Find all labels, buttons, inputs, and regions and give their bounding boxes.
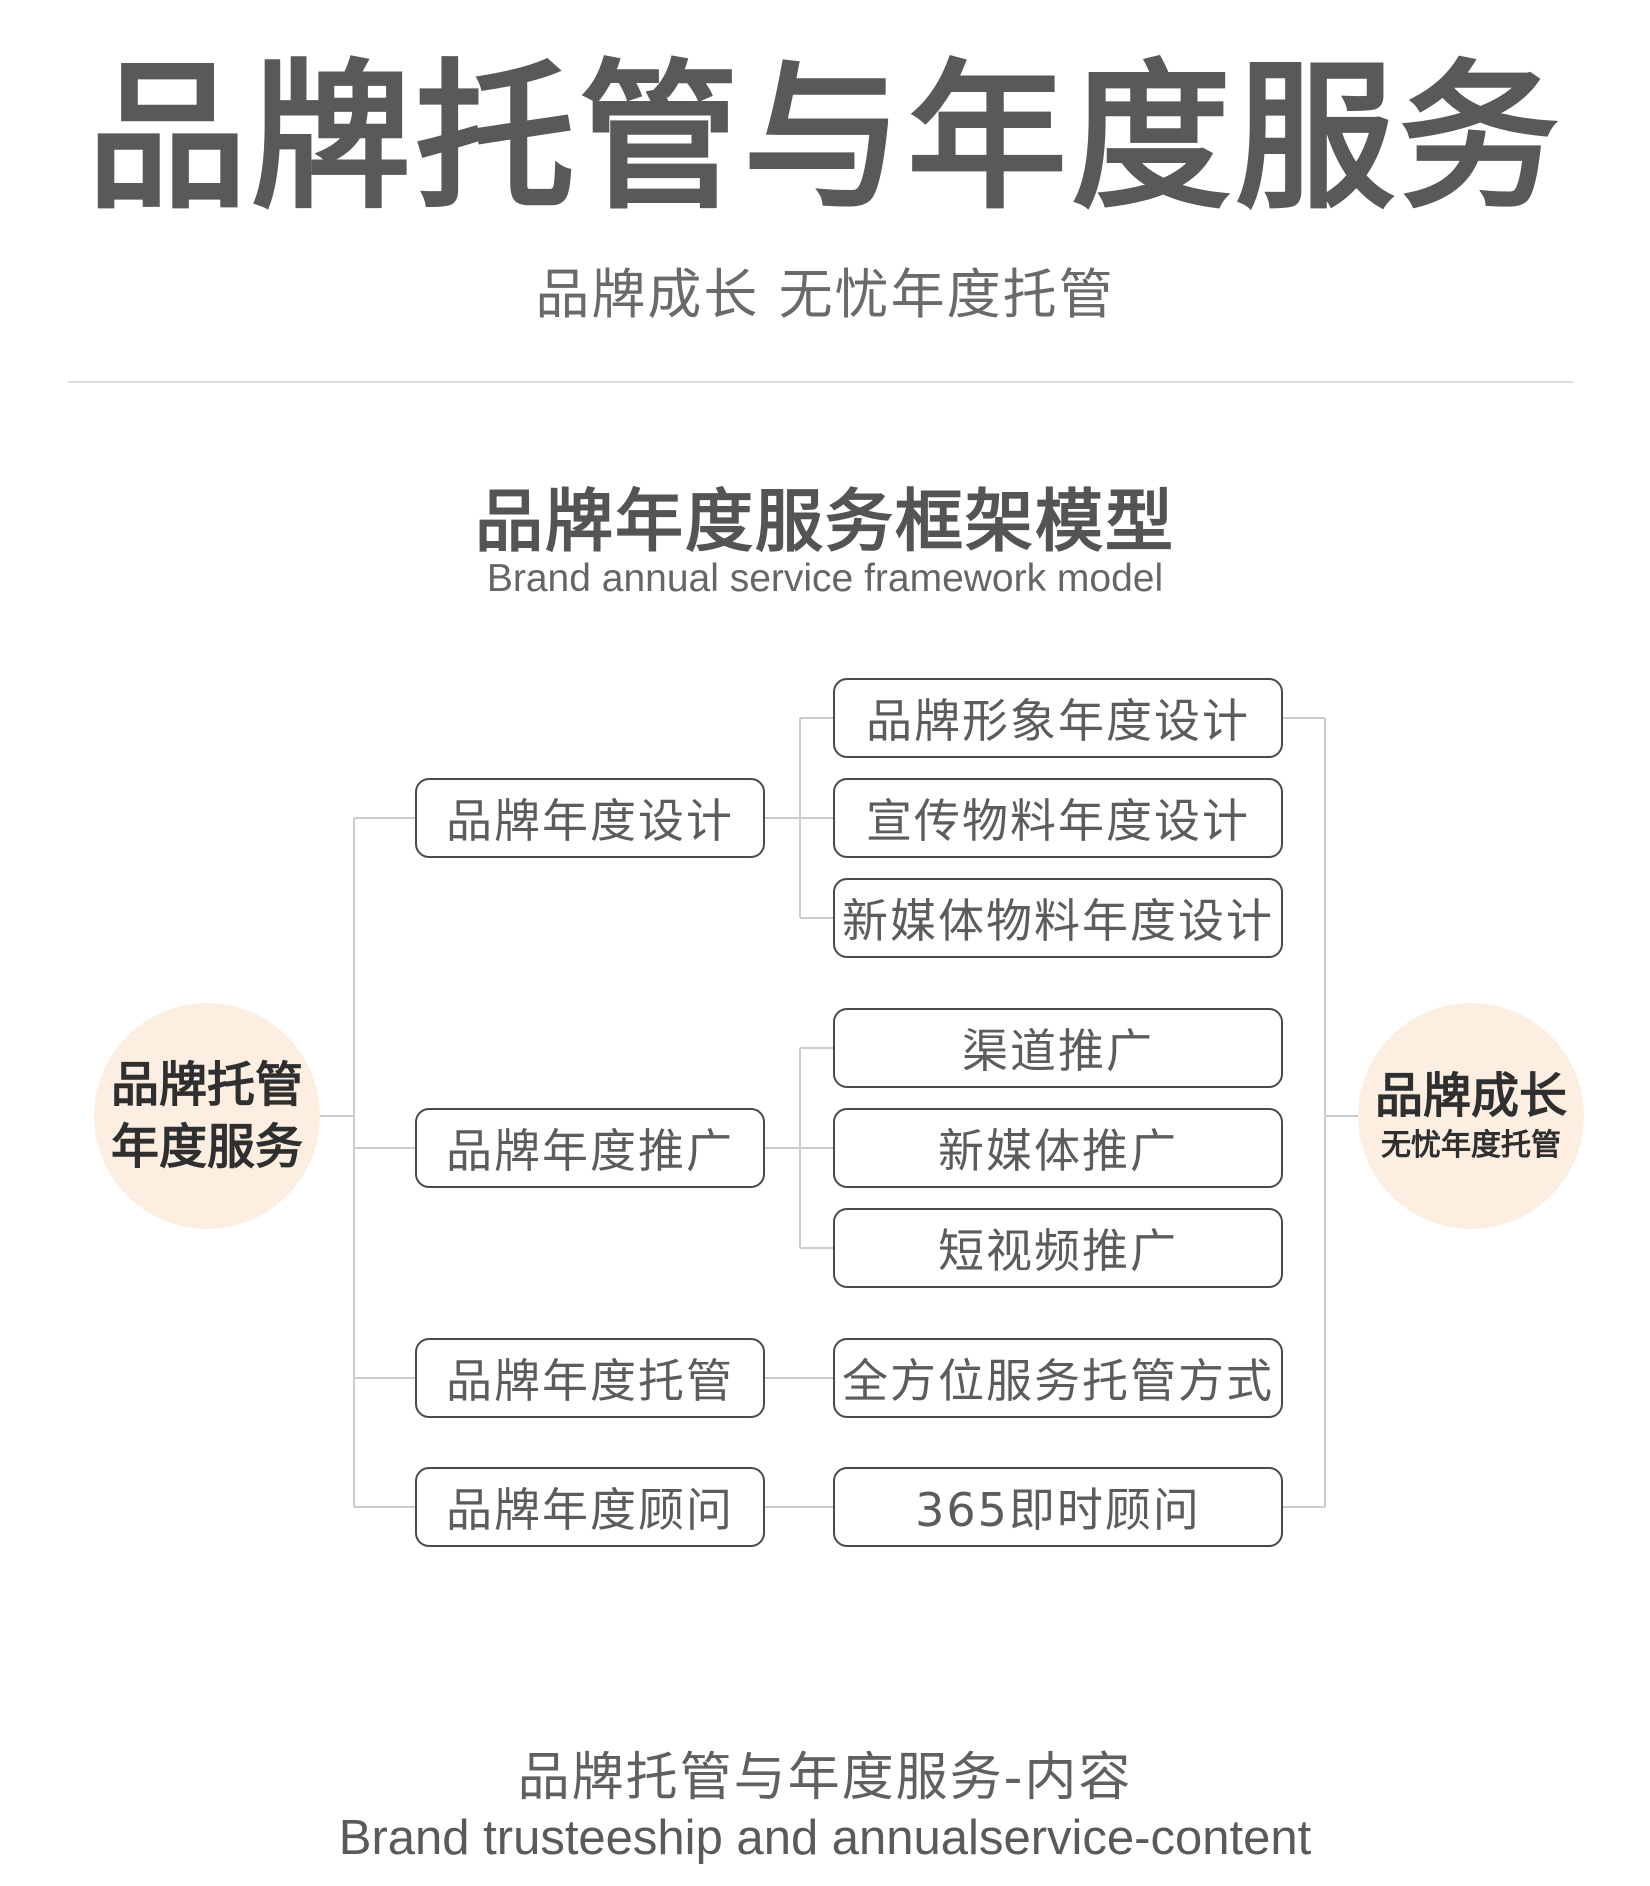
node-brand-image-design: 品牌形象年度设计 (833, 678, 1283, 758)
page-title: 品牌托管与年度服务 (86, 44, 1563, 231)
circle-right-subtitle: 无忧年度托管 (1381, 1128, 1561, 1163)
circle-brand-growth: 品牌成长 无忧年度托管 (1358, 1003, 1584, 1229)
node-channel-promotion: 渠道推广 (833, 1008, 1283, 1088)
circle-right-title: 品牌成长 (1374, 1068, 1567, 1124)
circle-left-line2: 年度服务 (110, 1119, 303, 1175)
circle-brand-trusteeship: 品牌托管 年度服务 (94, 1003, 320, 1229)
page-subtitle: 品牌成长 无忧年度托管 (535, 263, 1115, 326)
node-brand-annual-promotion: 品牌年度推广 (415, 1108, 765, 1188)
section-title: 品牌年度服务框架模型 (474, 483, 1175, 562)
node-brand-annual-trusteeship: 品牌年度托管 (415, 1338, 765, 1418)
node-full-service-trusteeship: 全方位服务托管方式 (833, 1338, 1283, 1418)
node-promo-material-design: 宣传物料年度设计 (833, 778, 1283, 858)
node-brand-annual-design: 品牌年度设计 (415, 778, 765, 858)
node-short-video-promotion: 短视频推广 (833, 1208, 1283, 1288)
node-new-media-material-design: 新媒体物料年度设计 (833, 878, 1283, 958)
divider (68, 381, 1573, 383)
section-subtitle: Brand annual service framework model (486, 557, 1164, 600)
node-new-media-promotion: 新媒体推广 (833, 1108, 1283, 1188)
footer-title-en: Brand trusteeship and annualservice-cont… (338, 1811, 1312, 1865)
node-brand-annual-consulting: 品牌年度顾问 (415, 1467, 765, 1547)
circle-left-line1: 品牌托管 (110, 1057, 303, 1113)
node-365-instant-consulting: 365即时顾问 (833, 1467, 1283, 1547)
footer-title-cn: 品牌托管与年度服务-内容 (517, 1748, 1133, 1808)
